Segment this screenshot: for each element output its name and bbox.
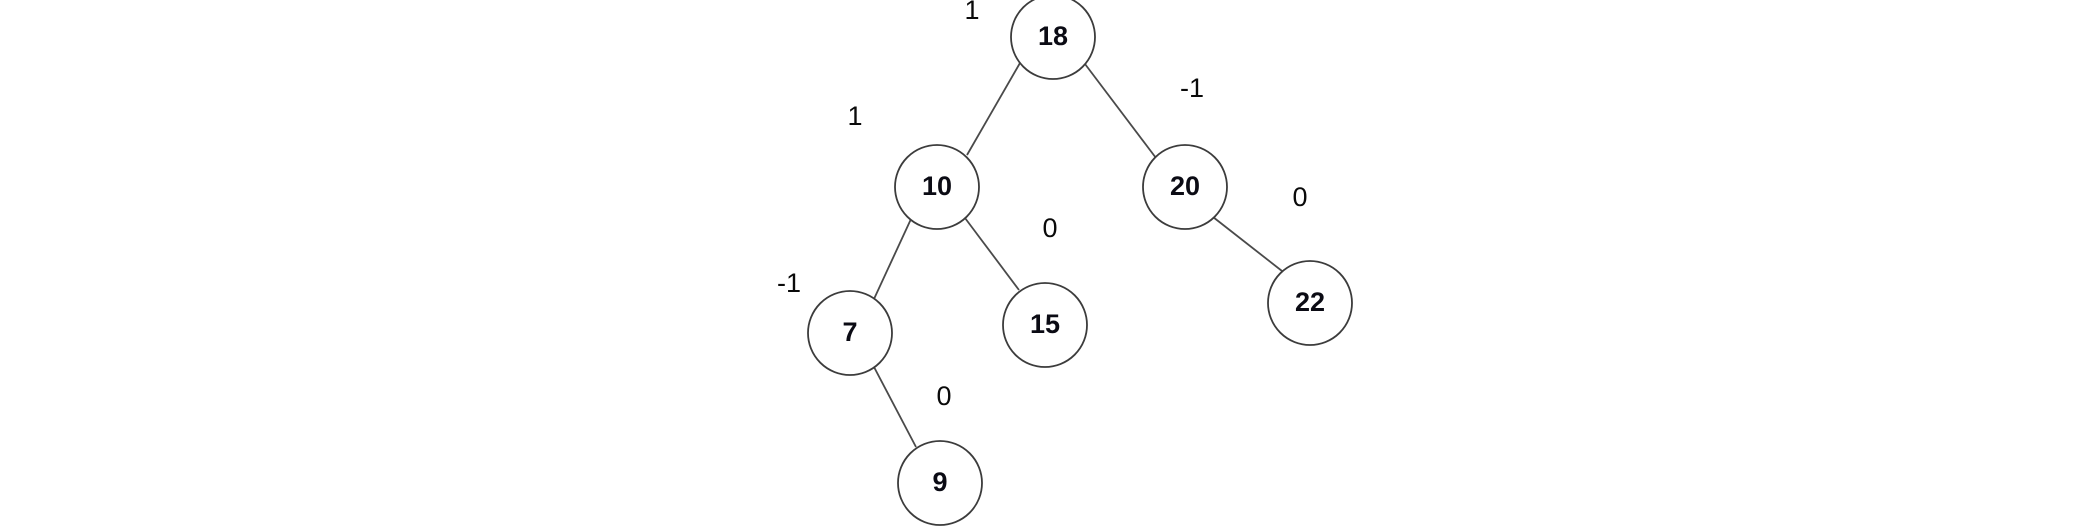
node-circle-22 (1267, 260, 1353, 346)
tree-edges-group (873, 62, 1283, 448)
tree-edge-n18-to-n10 (966, 62, 1021, 156)
tree-node-20[interactable]: 20 (1142, 144, 1228, 230)
tree-edge-n7-to-n9 (873, 366, 917, 448)
tree-node-9[interactable]: 9 (897, 440, 983, 526)
balance-factor-label-18: 1 (964, 0, 979, 25)
node-circle-18 (1010, 0, 1096, 80)
node-key-label-7: 7 (842, 317, 857, 347)
tree-node-7[interactable]: 7 (807, 290, 893, 376)
node-key-label-18: 18 (1038, 21, 1068, 51)
balance-factor-label-7: -1 (777, 268, 801, 298)
node-circle-9 (897, 440, 983, 526)
tree-node-22[interactable]: 22 (1267, 260, 1353, 346)
node-key-label-22: 22 (1295, 287, 1325, 317)
node-circle-7 (807, 290, 893, 376)
tree-node-15[interactable]: 15 (1002, 282, 1088, 368)
tree-edge-n20-to-n22 (1212, 216, 1283, 272)
tree-edge-n10-to-n7 (873, 218, 912, 300)
tree-node-10[interactable]: 10 (894, 144, 980, 230)
node-circle-15 (1002, 282, 1088, 368)
node-key-label-20: 20 (1170, 171, 1200, 201)
node-key-label-9: 9 (932, 467, 947, 497)
balance-factor-label-10: 1 (847, 101, 862, 131)
balance-factor-labels-group: 1 1 -1 -1 0 0 0 (777, 0, 1308, 411)
balance-factor-label-20: -1 (1180, 73, 1204, 103)
balance-factor-label-15: 0 (1042, 213, 1057, 243)
node-circle-20 (1142, 144, 1228, 230)
node-key-label-10: 10 (922, 171, 952, 201)
balance-factor-label-22: 0 (1292, 182, 1307, 212)
node-circle-10 (894, 144, 980, 230)
balance-factor-label-9: 0 (936, 381, 951, 411)
tree-node-18[interactable]: 18 (1010, 0, 1096, 80)
node-key-label-15: 15 (1030, 309, 1060, 339)
tree-edge-n18-to-n20 (1084, 63, 1157, 159)
tree-edge-n10-to-n15 (964, 217, 1020, 291)
